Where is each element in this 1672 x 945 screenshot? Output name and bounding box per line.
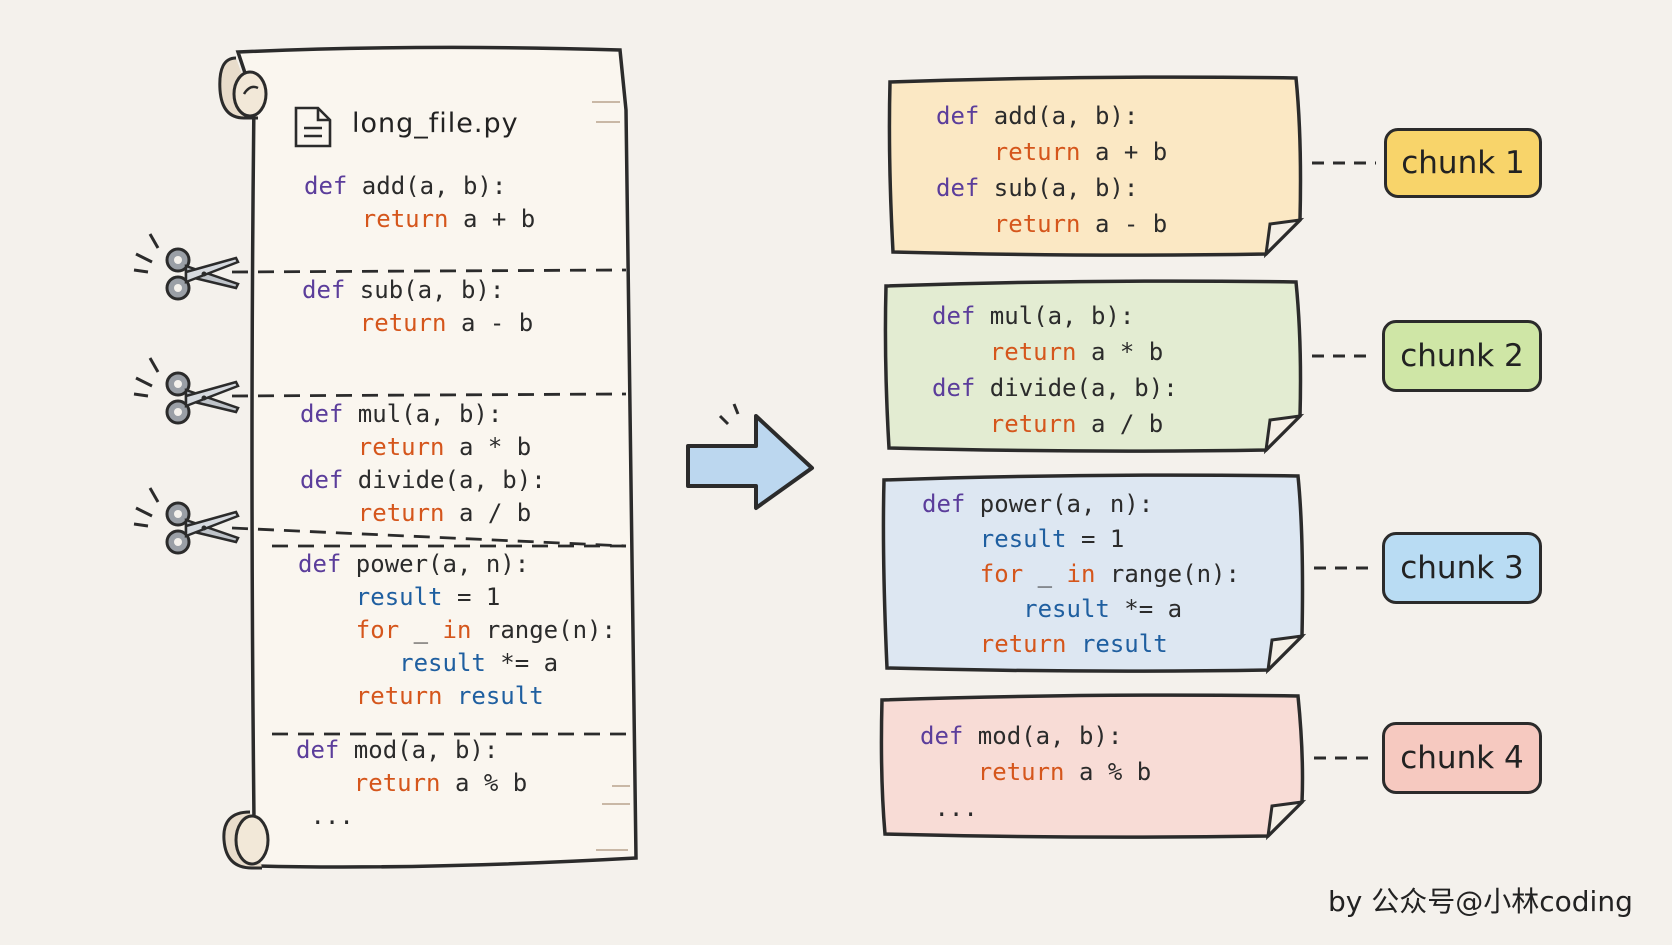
- chunk-code-line: result *= a: [922, 595, 1182, 623]
- chunk-code-line: def power(a, n):: [922, 490, 1153, 518]
- scissors-icon: [133, 233, 240, 301]
- chunk-code-line: def add(a, b):: [936, 102, 1138, 130]
- chunk-card: [881, 473, 1374, 675]
- scissors-icon: [133, 487, 240, 555]
- right-arrow-icon: [686, 403, 814, 510]
- chunk-code-line: result = 1: [922, 525, 1124, 553]
- chunk-code-line: return a / b: [932, 410, 1163, 438]
- scroll-code-line: return a - b: [302, 309, 533, 337]
- scroll-code-line: def divide(a, b):: [300, 466, 546, 494]
- chunk-card: [879, 693, 1374, 841]
- chunk-code-line: def mul(a, b):: [932, 302, 1134, 330]
- chunk-code-line: for _ in range(n):: [922, 560, 1240, 588]
- credit: by 公众号@小林coding: [1328, 885, 1633, 918]
- scroll-code-line: def mod(a, b):: [296, 736, 498, 764]
- chunk-code-line: return a + b: [936, 138, 1167, 166]
- scroll: [218, 45, 638, 870]
- chunk-card: [887, 75, 1376, 259]
- chunk-code-line: return a % b: [920, 758, 1151, 786]
- chunk-code-line: return a * b: [932, 338, 1163, 366]
- scroll-code-line: result *= a: [298, 649, 558, 677]
- scroll-code-line: return a / b: [300, 499, 531, 527]
- scroll-code-line: for _ in range(n):: [298, 616, 616, 644]
- chunk-code-line: def divide(a, b):: [932, 374, 1178, 402]
- scroll-code-line: return a + b: [304, 205, 535, 233]
- chunk-code-line: def mod(a, b):: [920, 722, 1122, 750]
- scroll-code-line: return result: [298, 682, 544, 710]
- chunk-label: chunk 2: [1382, 320, 1542, 392]
- scroll-code-line: ...: [296, 802, 354, 830]
- chunk-code-line: def sub(a, b):: [936, 174, 1138, 202]
- chunk-code-line: return a - b: [936, 210, 1167, 238]
- scroll-code-line: def sub(a, b):: [302, 276, 504, 304]
- scroll-code-line: result = 1: [298, 583, 500, 611]
- scissors-icon: [133, 357, 240, 425]
- scroll-code-line: def mul(a, b):: [300, 400, 502, 428]
- scroll-code-line: def add(a, b):: [304, 172, 506, 200]
- chunk-label: chunk 1: [1384, 128, 1542, 198]
- chunk-card: [883, 279, 1374, 455]
- chunk-label: chunk 3: [1382, 532, 1542, 604]
- chunks: def add(a, b): return a + b def sub(a, b)…: [879, 75, 1376, 841]
- cut-lines: [231, 268, 627, 736]
- chunk-code-line: return result: [922, 630, 1168, 658]
- scroll-code: def add(a, b): return a + b def sub(a, b)…: [296, 172, 616, 830]
- file-title: long_file.py: [352, 108, 519, 139]
- scroll-code-line: return a % b: [296, 769, 527, 797]
- scroll-code-line: return a * b: [300, 433, 531, 461]
- document-icon: [294, 106, 332, 148]
- scroll-code-line: def power(a, n):: [298, 550, 529, 578]
- chunk-label: chunk 4: [1382, 722, 1542, 794]
- chunk-code-line: ...: [920, 794, 978, 822]
